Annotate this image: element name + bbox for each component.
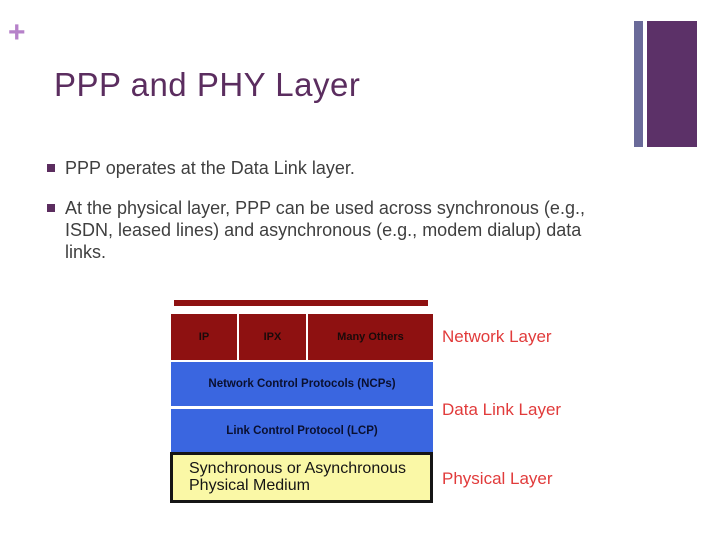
lcp-box: Link Control Protocol (LCP) <box>171 409 433 452</box>
layer-label-data-link: Data Link Layer <box>442 400 562 419</box>
bullet-text: PPP operates at the Data Link layer. <box>65 158 355 178</box>
bullet-square-icon <box>47 164 55 172</box>
accent-bar-wide <box>647 21 697 147</box>
bullet-item: PPP operates at the Data Link layer. <box>47 157 607 179</box>
protocol-box-ipx: IPX <box>239 314 306 360</box>
bullet-square-icon <box>47 204 55 212</box>
layer-label-physical: Physical Layer <box>442 469 553 488</box>
ncp-box: Network Control Protocols (NCPs) <box>171 362 433 406</box>
plus-decoration-icon: + <box>8 16 26 49</box>
slide-title: PPP and PHY Layer <box>54 66 361 104</box>
diagram-top-strip <box>174 300 428 306</box>
protocol-box-many-others: Many Others <box>308 314 433 360</box>
bullet-item: At the physical layer, PPP can be used a… <box>47 197 607 263</box>
layer-label-network: Network Layer <box>442 327 552 346</box>
accent-bar-narrow <box>634 21 643 147</box>
physical-medium-box: Synchronous or Asynchronous Physical Med… <box>170 452 433 503</box>
bullet-list: PPP operates at the Data Link layer. At … <box>47 157 607 281</box>
bullet-text: At the physical layer, PPP can be used a… <box>65 198 585 262</box>
protocol-box-ip: IP <box>171 314 237 360</box>
